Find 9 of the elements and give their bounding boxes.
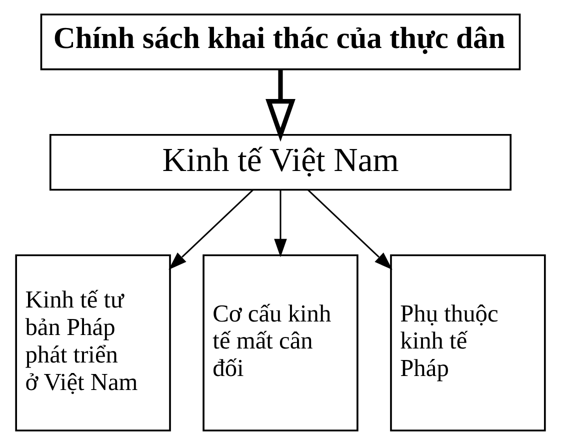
node-box: Phụ thuộc kinh tế Pháp	[390, 254, 546, 432]
node-box: Chính sách khai thác của thực dân	[40, 14, 521, 70]
arrow	[168, 189, 254, 270]
node-box: Cơ cấu kinh tế mất cân đối	[202, 254, 358, 432]
node-box: Kinh tế tư bản Pháp phát triển ở Việt Nam	[15, 254, 171, 432]
node-box: Kinh tế Việt Nam	[49, 134, 512, 191]
arrow	[274, 190, 287, 258]
arrow	[308, 189, 392, 270]
arrow	[266, 69, 296, 142]
